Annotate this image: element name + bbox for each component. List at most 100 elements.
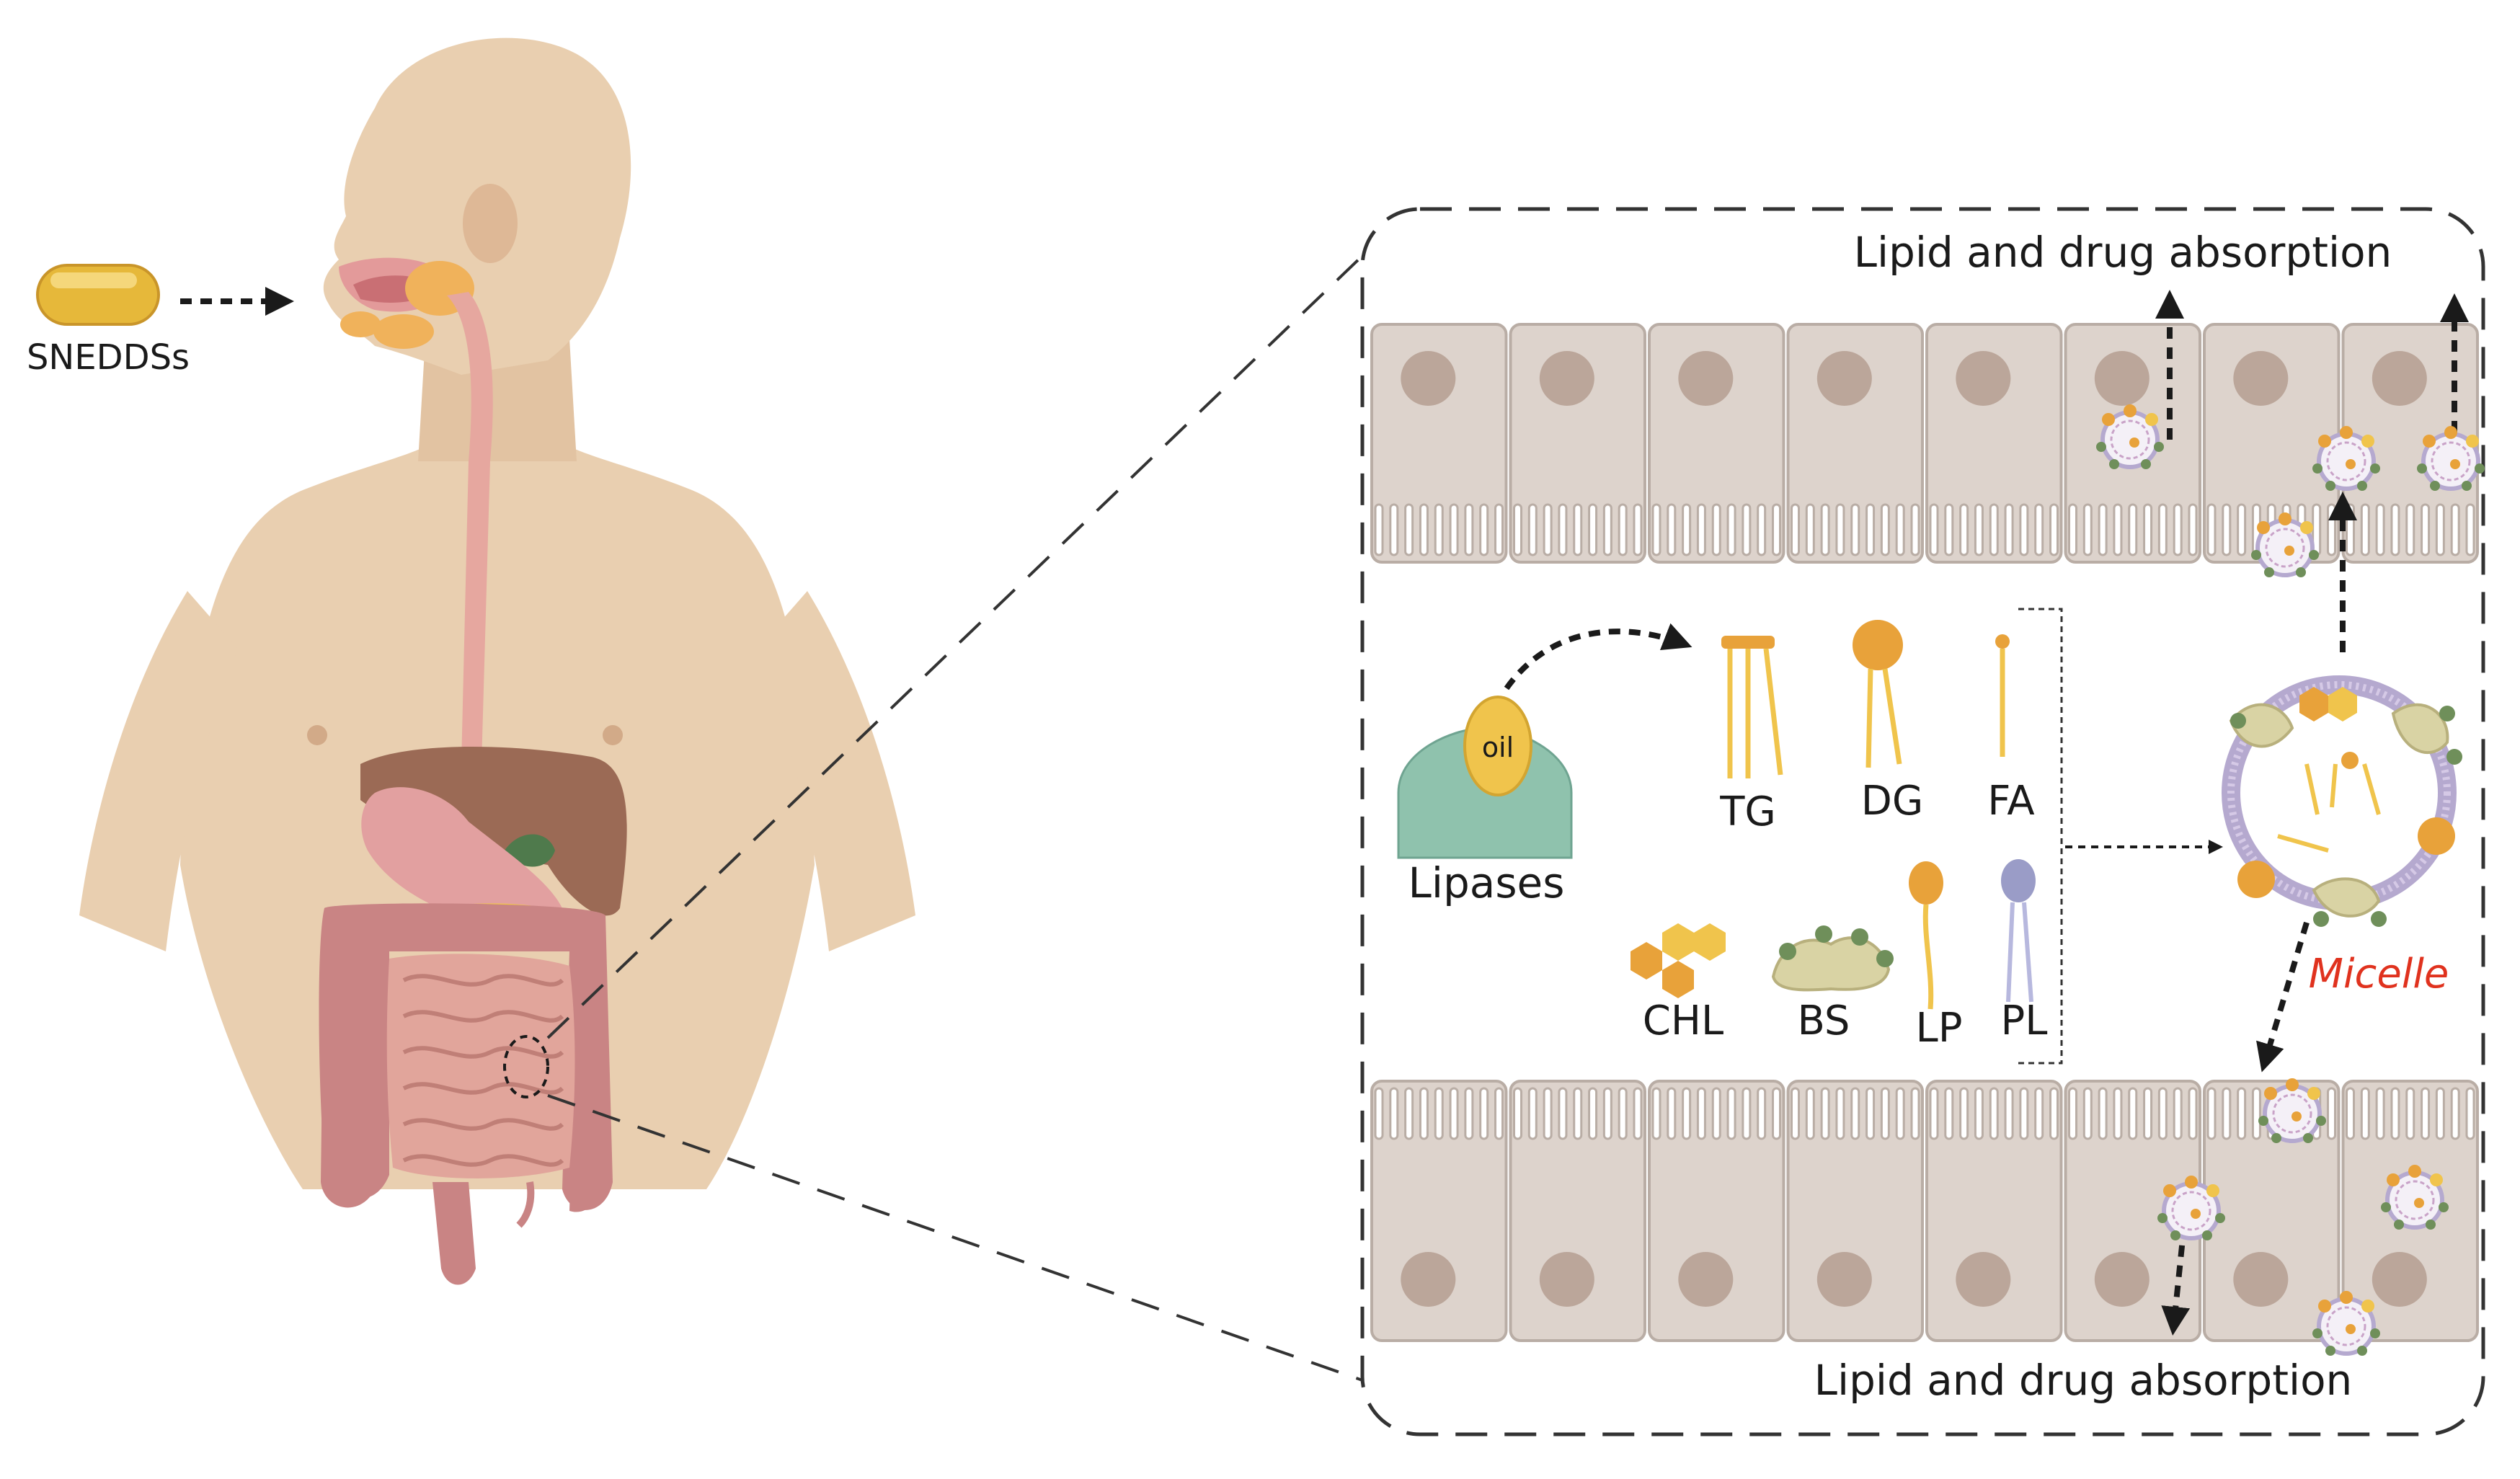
microvillus (2375, 503, 2385, 556)
absorption-label-top: Lipid and drug absorption (1854, 228, 2392, 277)
ear (463, 184, 518, 263)
bile-salt-molecule: BS (1771, 925, 1894, 1044)
microvillus (2405, 503, 2415, 556)
nipple-left (307, 725, 327, 745)
microvillus (1633, 503, 1643, 556)
fatty-acid-molecule: FA (1987, 634, 2035, 825)
left-arm (79, 591, 238, 951)
microvillus (1479, 1087, 1489, 1140)
tg-label: TG (1719, 789, 1776, 835)
microvillus (2173, 1087, 2183, 1140)
microvillus (2188, 503, 2198, 556)
microvillus (1667, 1087, 1677, 1140)
microvillus (1667, 503, 1677, 556)
mini-micelle-8 (2312, 1291, 2380, 1356)
microvillus (1651, 503, 1661, 556)
stomach (361, 787, 562, 933)
cell-nucleus (1956, 1252, 2011, 1307)
microvillus (2390, 503, 2400, 556)
liver (360, 747, 627, 916)
micelle-label: Micelle (2309, 951, 2449, 998)
microvillus (2082, 1087, 2093, 1140)
microvillus (2390, 1087, 2400, 1140)
microvillus (1865, 1087, 1876, 1140)
small-intestine-coils (402, 974, 564, 1167)
microvillus (1434, 503, 1444, 556)
cell-nucleus (2094, 351, 2149, 406)
microvillus (2421, 1087, 2431, 1140)
cell-nucleus (1401, 351, 1456, 406)
mini-micelle-2 (2251, 512, 2319, 577)
microvillus (1726, 503, 1736, 556)
cell-nucleus (1816, 1252, 1872, 1307)
microvillus (1464, 503, 1474, 556)
microvillus (2405, 1087, 2415, 1140)
cell-nucleus (1539, 351, 1594, 406)
microvillus (2004, 503, 2014, 556)
nipple-right (603, 725, 623, 745)
microvillus (1389, 503, 1399, 556)
top-epithelium (1370, 323, 2479, 564)
microvillus (1910, 503, 1920, 556)
microvillus (2098, 503, 2108, 556)
microvillus (1805, 503, 1815, 556)
zoom-lines (546, 254, 1364, 1382)
microvillus (1602, 503, 1612, 556)
microvillus (1682, 1087, 1692, 1140)
microvillus (1618, 1087, 1628, 1140)
chl-label: CHL (1643, 998, 1723, 1044)
lipases-label: Lipases (1408, 858, 1565, 907)
microvillus (1772, 1087, 1781, 1140)
micelle: Micelle (2222, 675, 2462, 998)
snedds-label: SNEDDSs (27, 337, 190, 378)
fa-label: FA (1987, 778, 2034, 825)
microvillus (2222, 1087, 2232, 1140)
microvillus (1835, 503, 1845, 556)
right-arm (757, 591, 915, 951)
appendix (516, 1181, 535, 1228)
microvillus (1374, 1087, 1384, 1140)
microvillus (1434, 1087, 1444, 1140)
microvillus (2113, 1087, 2123, 1140)
microvillus (1389, 1087, 1399, 1140)
microvillus (1682, 503, 1692, 556)
microvillus (2375, 1087, 2385, 1140)
snedds-capsule: SNEDDSs (27, 264, 190, 378)
microvillus (1805, 1087, 1815, 1140)
microvillus (1374, 503, 1384, 556)
cell-nucleus (2094, 1252, 2149, 1307)
microvillus (1558, 503, 1568, 556)
triglyceride-molecule: TG (1719, 636, 1783, 835)
microvillus (1449, 1087, 1459, 1140)
microvillus (1527, 1087, 1538, 1140)
microvillus (1910, 1087, 1920, 1140)
microvillus (1772, 503, 1781, 556)
microvillus (1820, 1087, 1830, 1140)
microvillus (1633, 1087, 1643, 1140)
microvillus (1880, 503, 1890, 556)
lipolysis-arrow (1504, 623, 1692, 690)
cell-nucleus (1539, 1252, 1594, 1307)
bs-label: BS (1798, 998, 1850, 1044)
microvillus (1573, 503, 1583, 556)
microvillus (1651, 1087, 1661, 1140)
microvillus (1726, 1087, 1736, 1140)
cell-nucleus (2233, 351, 2289, 406)
microvillus (2327, 1087, 2336, 1140)
microvillus (2004, 1087, 2014, 1140)
microvillus (2068, 503, 2077, 556)
microvillus (1513, 1087, 1522, 1140)
microvillus (1404, 1087, 1414, 1140)
oil-droplet-icon (1463, 696, 1532, 796)
microvillus (2019, 1087, 2029, 1140)
salivary-gland-3 (340, 311, 381, 337)
microvillus (2173, 503, 2183, 556)
microvillus (2222, 503, 2232, 556)
cell-nucleus (2372, 351, 2427, 406)
microvillus (2034, 503, 2044, 556)
microvillus (2157, 1087, 2168, 1140)
panel-border (1360, 207, 2485, 1436)
microvillus (2049, 1087, 2059, 1140)
microvillus (1558, 1087, 1568, 1140)
